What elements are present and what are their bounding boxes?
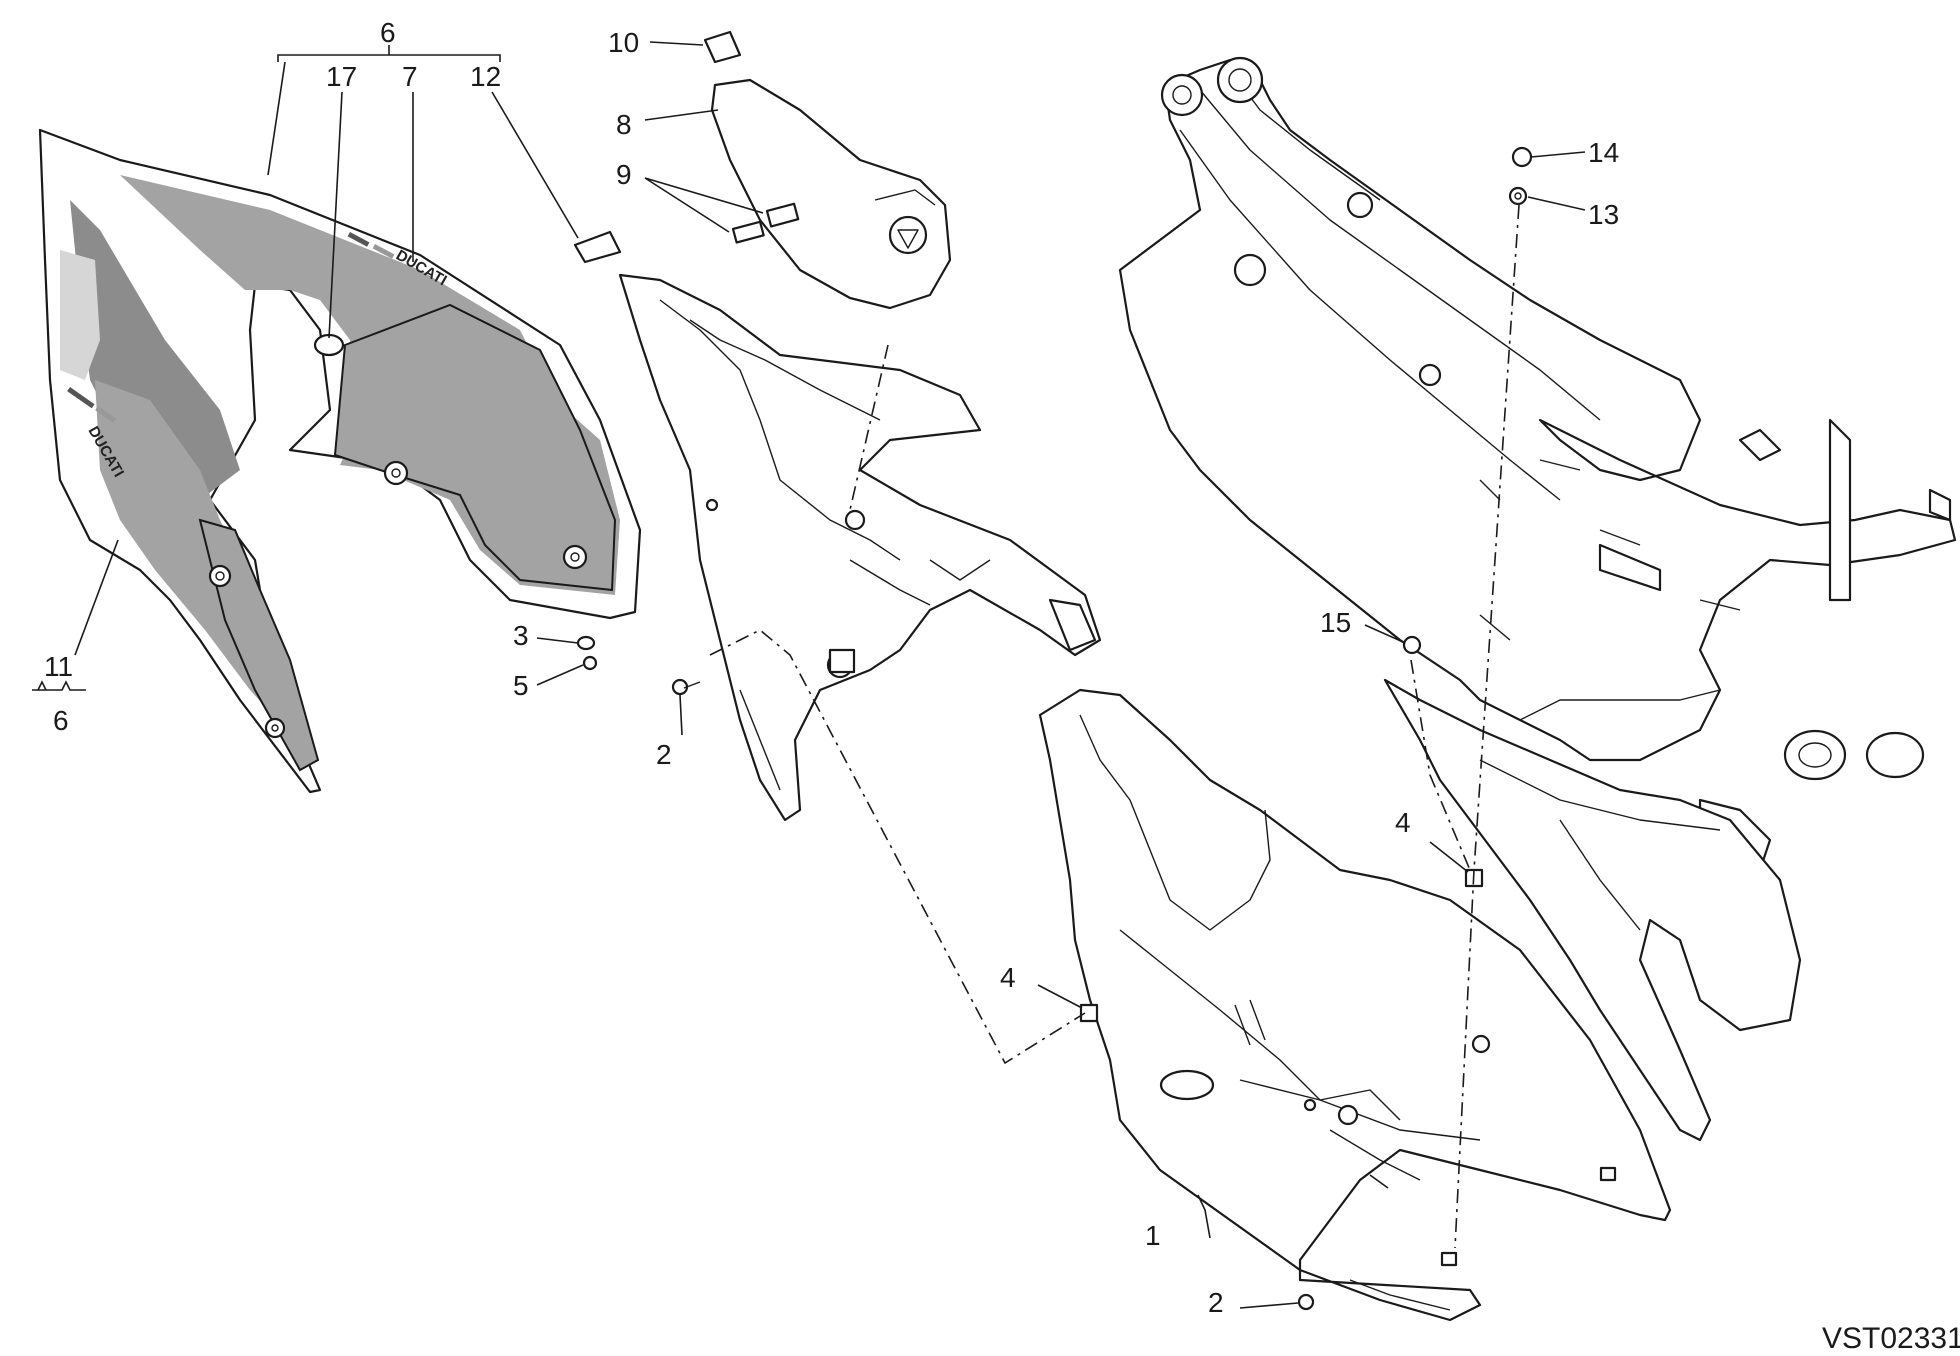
tail-fairing xyxy=(1038,688,1672,1322)
callout-6-top: 6 xyxy=(380,17,396,48)
callout-5: 5 xyxy=(513,670,529,701)
callout-1: 1 xyxy=(1145,1220,1161,1251)
ducati-shield-icon xyxy=(888,215,928,255)
callout-9: 9 xyxy=(616,159,632,190)
seat-support-bracket xyxy=(618,273,1102,822)
callout-11: 11 xyxy=(44,651,73,682)
callout-4-center: 4 xyxy=(1000,962,1016,993)
callout-8: 8 xyxy=(616,109,632,140)
callout-12: 12 xyxy=(470,61,501,92)
callout-2-left: 2 xyxy=(656,739,672,770)
side-cover-panel: DUCATI DUCATI xyxy=(38,128,642,794)
callout-7: 7 xyxy=(402,61,418,92)
callout-6-bottom: 6 xyxy=(53,705,69,736)
assembly-alignment-lines xyxy=(709,204,1520,1249)
small-rubber-pads xyxy=(573,30,800,264)
fasteners-left xyxy=(576,635,701,696)
callout-14: 14 xyxy=(1588,137,1619,168)
rear-subframe xyxy=(1118,56,1957,877)
callout-2-bottom: 2 xyxy=(1208,1287,1224,1318)
callout-15: 15 xyxy=(1320,607,1351,638)
callout-10: 10 xyxy=(608,27,639,58)
leader-lines xyxy=(32,41,1586,1309)
callout-17: 17 xyxy=(326,61,357,92)
callout-4-right: 4 xyxy=(1395,807,1411,838)
lower-side-bracket xyxy=(1383,678,1802,1142)
callout-labels: 6 17 7 12 10 8 9 14 13 15 3 5 11 6 2 4 4… xyxy=(44,17,1619,1318)
pillion-seat-cover xyxy=(710,78,952,310)
callout-13: 13 xyxy=(1588,199,1619,230)
fasteners-right xyxy=(1079,146,1533,1311)
callout-3: 3 xyxy=(513,620,529,651)
drawing-code: VST02331 xyxy=(1822,1322,1960,1355)
